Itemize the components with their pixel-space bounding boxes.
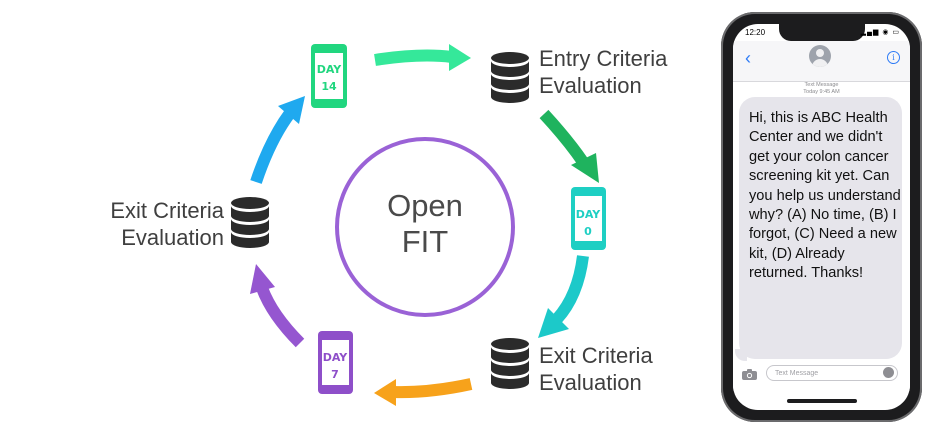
- exit-criteria-left-line2: Evaluation: [121, 225, 224, 250]
- database-icon: [491, 338, 529, 389]
- day7-phone: DAY 7: [318, 331, 353, 394]
- message-text: Hi, this is ABC Health Center and we did…: [749, 110, 901, 282]
- back-chevron-icon[interactable]: ‹: [745, 48, 751, 68]
- home-indicator: [787, 399, 857, 403]
- day0-phone: DAY 0: [571, 187, 606, 250]
- day14-number: 14: [321, 80, 337, 93]
- status-time: 12:20: [745, 28, 766, 37]
- status-icons: ▂▄▆ ◉ ▭: [860, 29, 900, 36]
- day0-number: 0: [584, 225, 592, 238]
- avatar-icon[interactable]: [809, 45, 831, 67]
- phone-notch: [779, 24, 865, 41]
- info-icon[interactable]: i: [887, 51, 900, 64]
- day7-label: DAY: [323, 351, 349, 364]
- day7-number: 7: [331, 368, 339, 381]
- center-label-line2: FIT: [402, 224, 449, 259]
- exit-criteria-left-line1: Exit Criteria: [110, 198, 224, 223]
- exit-criteria-right-line1: Exit Criteria: [539, 343, 653, 368]
- database-icon: [491, 52, 529, 103]
- database-icon: [231, 197, 269, 248]
- arrow-exit-to-day7: [374, 378, 473, 406]
- arrow-day14-to-entry: [374, 44, 471, 71]
- day14-label: DAY: [317, 63, 343, 76]
- camera-icon[interactable]: [742, 369, 757, 380]
- message-input-bar: Text Message: [733, 361, 910, 391]
- message-header: ‹ i: [733, 41, 910, 82]
- phone-screen: 12:20 ▂▄▆ ◉ ▭ ‹ i Text Message Today 9:4…: [733, 24, 910, 410]
- message-input[interactable]: Text Message: [766, 365, 898, 381]
- arrow-day0-to-exit: [538, 255, 589, 338]
- arrow-exit-left-to-day14: [250, 96, 305, 184]
- center-circle: [335, 137, 515, 317]
- arrow-day7-to-exit-left: [250, 264, 305, 348]
- entry-criteria-line2: Evaluation: [539, 73, 642, 98]
- entry-criteria-line1: Entry Criteria: [539, 46, 668, 71]
- center-label-line1: Open: [387, 188, 463, 223]
- day0-label: DAY: [576, 208, 602, 221]
- message-bubble: [739, 97, 902, 359]
- message-meta: Text Message Today 9:45 AM: [733, 82, 910, 96]
- arrow-entry-to-day0: [539, 109, 599, 183]
- message-type: Text Message: [804, 82, 839, 88]
- microphone-icon[interactable]: [883, 367, 894, 378]
- exit-criteria-right-line2: Evaluation: [539, 370, 642, 395]
- message-timestamp: Today 9:45 AM: [803, 89, 840, 95]
- day14-phone: DAY 14: [311, 44, 347, 108]
